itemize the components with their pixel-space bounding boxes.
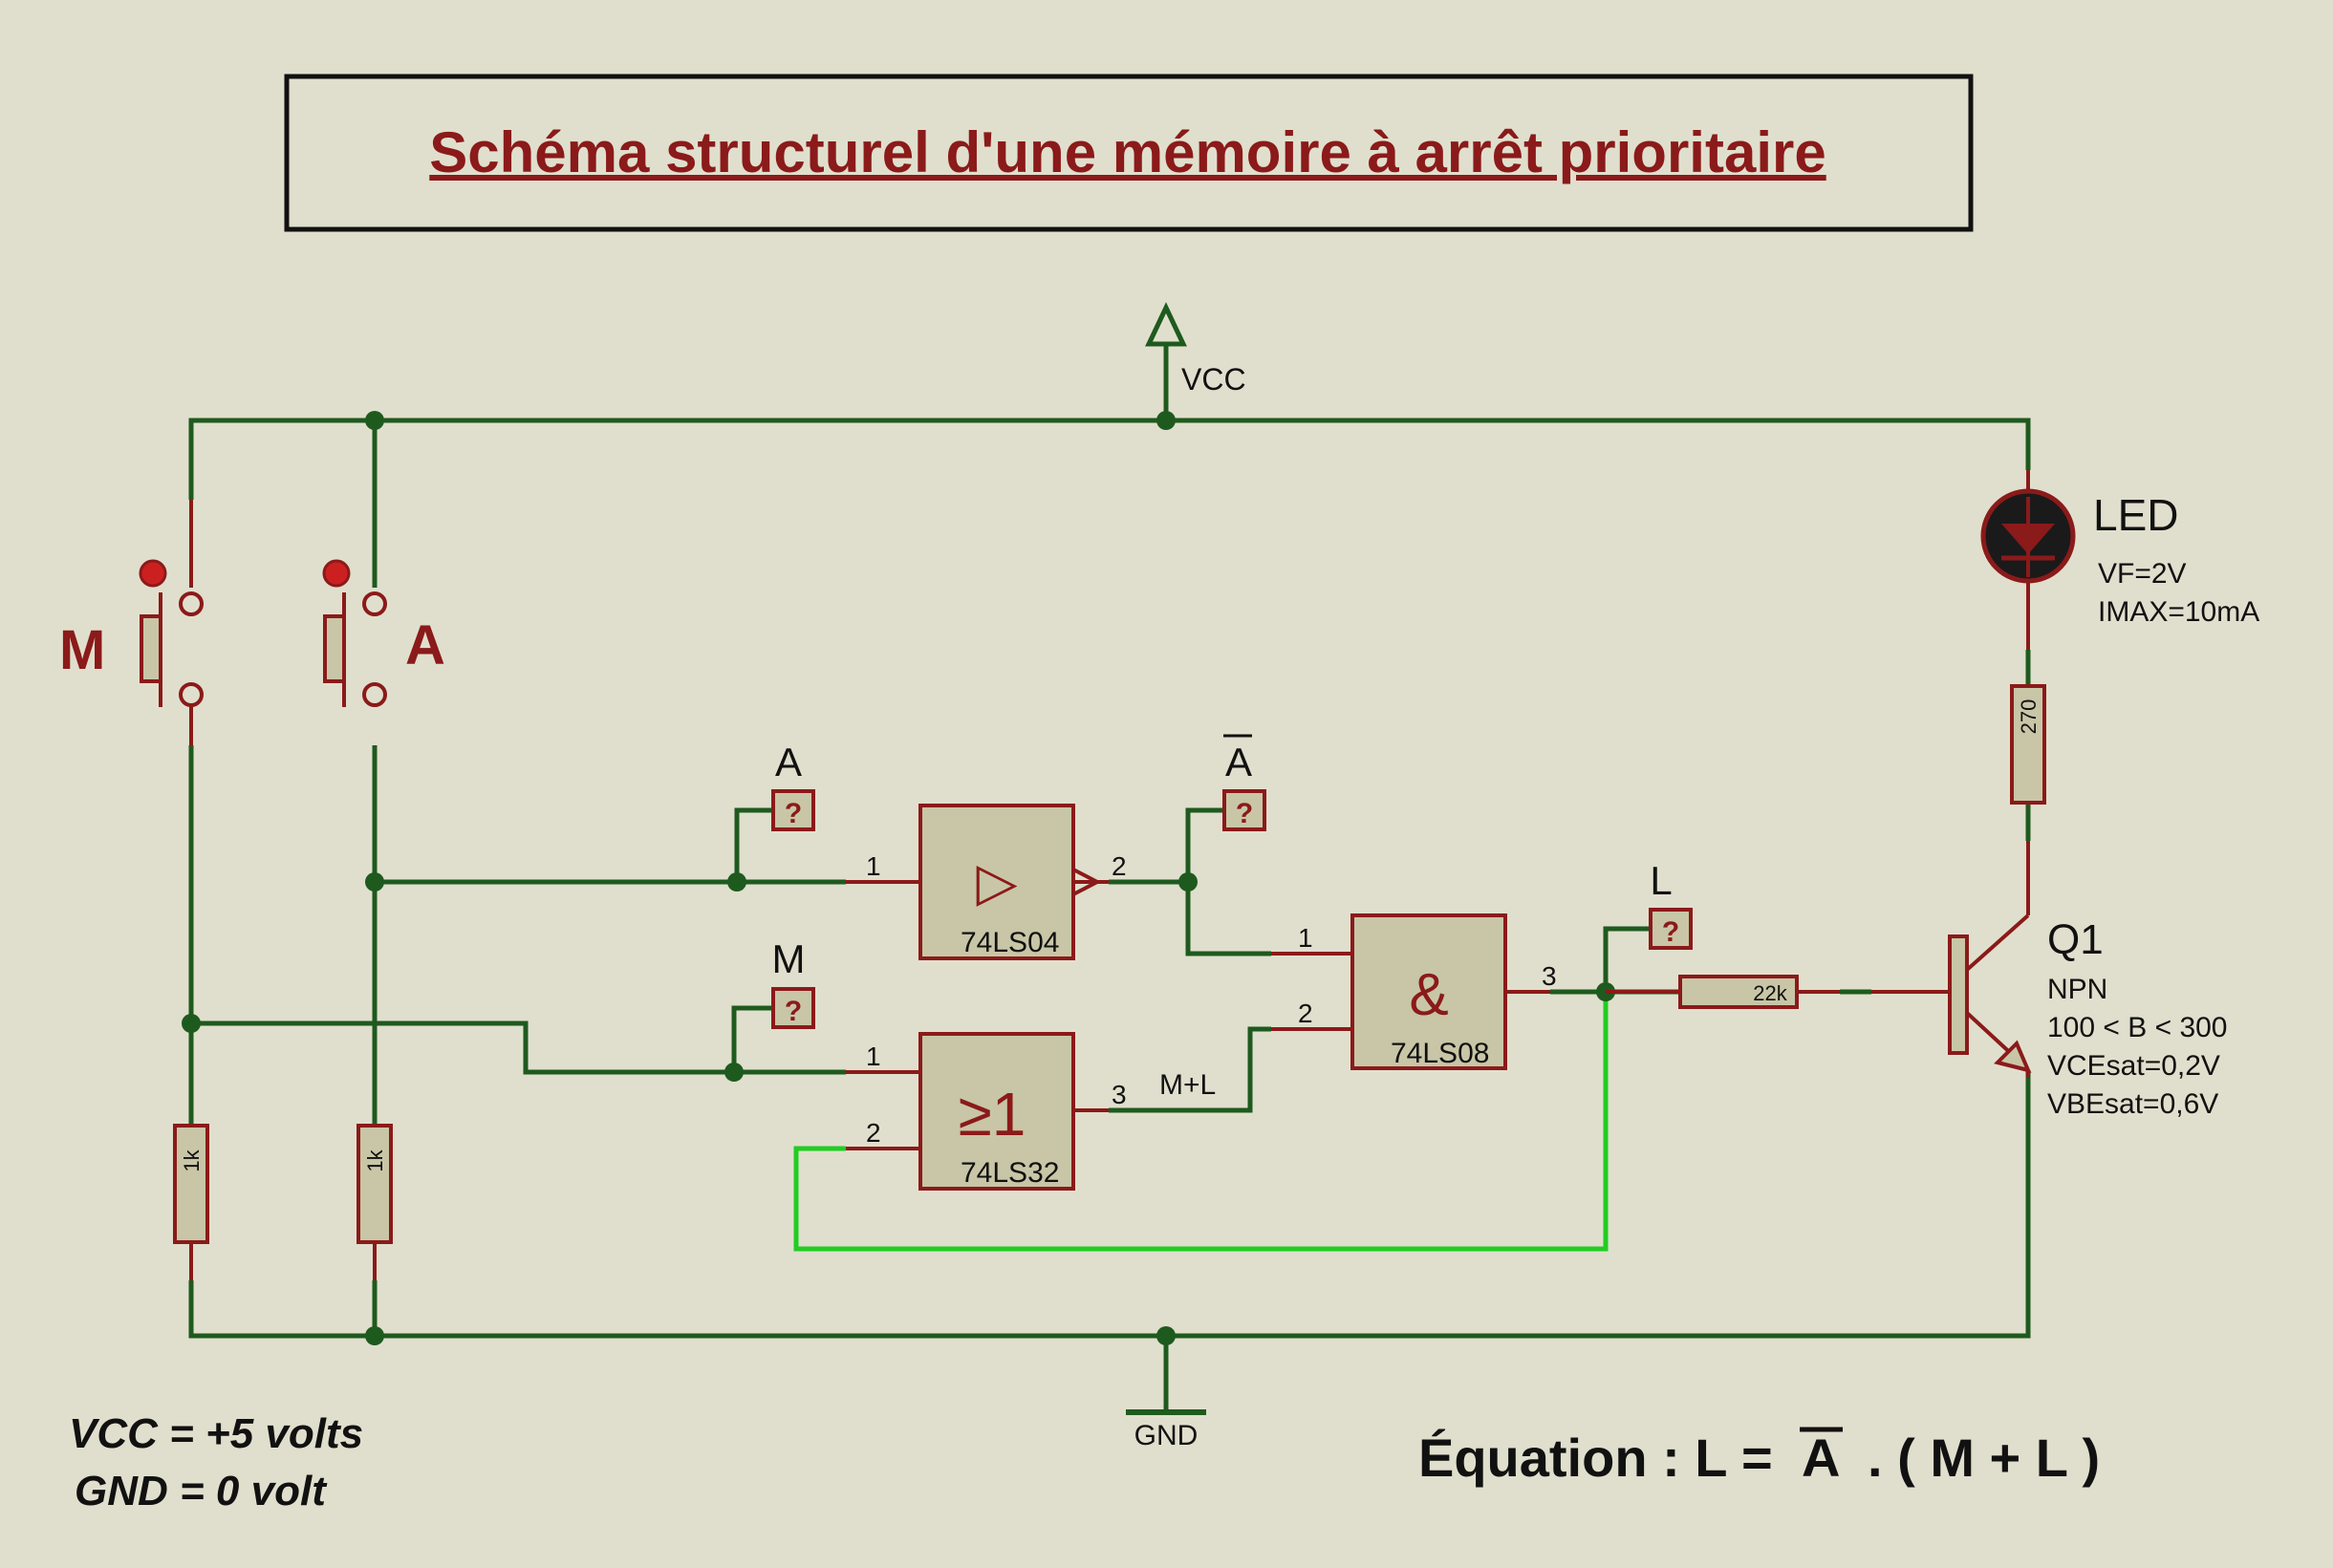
resistor-base: 22k: [1606, 975, 1840, 1009]
probe-m-label: M: [772, 936, 806, 981]
transistor-vbesat: VBEsat=0,6V: [2047, 1088, 2218, 1120]
led-name: LED: [2093, 490, 2178, 540]
probe-l-mark: ?: [1662, 916, 1679, 948]
title-frame: [284, 74, 1974, 232]
actuator-icon[interactable]: [139, 559, 167, 588]
junction-abar: [1178, 872, 1198, 891]
m-probe-wire: [731, 1005, 772, 1072]
gate-and-pin-in2: 2: [1298, 999, 1313, 1028]
button-m-label: M: [59, 619, 105, 681]
push-button-a[interactable]: [322, 559, 387, 707]
button-a-label: A: [405, 614, 445, 677]
equation-abar: A: [1802, 1428, 1840, 1488]
actuator-icon[interactable]: [322, 559, 351, 588]
feedback-wire: [793, 992, 1609, 1252]
probe-a[interactable]: A ?: [771, 740, 815, 831]
l-probe-wire: [1603, 926, 1651, 992]
junction-gnd-a: [365, 1326, 384, 1345]
probe-a-mark: ?: [785, 798, 802, 829]
a-probe-wire: [734, 807, 772, 882]
note-vcc: VCC = +5 volts: [69, 1410, 363, 1457]
gate-not-symbol: ▷: [976, 851, 1017, 912]
gate-not-pin-out: 2: [1112, 851, 1127, 881]
abar-probe-wire: [1185, 807, 1224, 882]
page-title: Schéma structurel d'une mémoire à arrêt …: [429, 120, 1825, 184]
emitter-arrow-icon: [1994, 1040, 2032, 1073]
m-plus-l-wire: [1109, 1026, 1271, 1113]
vcc-label: VCC: [1181, 362, 1246, 397]
resistor-m: 1k: [173, 1124, 209, 1280]
push-button-m[interactable]: [139, 500, 204, 745]
led-imax: IMAX=10mA: [2098, 596, 2259, 628]
probe-l[interactable]: L ?: [1649, 858, 1693, 950]
contact-bottom-icon: [362, 682, 387, 707]
gate-or-74ls32: ≥1 74LS32 1 2 3: [846, 1032, 1127, 1191]
led-vf: VF=2V: [2098, 558, 2187, 590]
equation: Équation : L = A . ( M + L ): [1418, 1427, 2100, 1488]
gate-and-pin-in1: 1: [1298, 923, 1313, 953]
probe-a-bar-label: A: [1225, 740, 1252, 784]
resistor-base-value: 22k: [1753, 981, 1787, 1005]
abar-wire: [1109, 879, 1271, 956]
vcc-symbol: VCC: [1145, 302, 1246, 397]
transistor-base-icon: [1948, 934, 1969, 1055]
junctions: [182, 411, 1615, 1345]
probe-l-label: L: [1650, 858, 1672, 903]
gnd-label: GND: [1134, 1420, 1199, 1451]
equation-prefix: Équation : L =: [1418, 1428, 1787, 1488]
transistor-name: Q1: [2047, 916, 2104, 963]
gate-or-pin-out: 3: [1112, 1080, 1127, 1109]
probe-m-mark: ?: [785, 996, 802, 1027]
probe-a-bar-mark: ?: [1236, 798, 1253, 829]
junction-m: [182, 1014, 201, 1033]
vcc-arrow-icon: [1145, 302, 1187, 347]
gate-not-pin-in: 1: [866, 851, 881, 881]
gate-and-symbol: &: [1409, 962, 1448, 1028]
net-label-m-plus-l: M+L: [1159, 1069, 1216, 1101]
note-gnd: GND = 0 volt: [75, 1468, 328, 1514]
led: LED VF=2V IMAX=10mA: [1980, 470, 2259, 650]
contact-top-icon: [362, 591, 387, 616]
gnd-symbol: GND: [1126, 1409, 1206, 1451]
junction-vcc: [1156, 411, 1176, 430]
gate-or-part: 74LS32: [961, 1157, 1059, 1189]
plunger-icon: [323, 614, 346, 683]
gate-or-pin-in2: 2: [866, 1118, 881, 1148]
transistor-type: NPN: [2047, 974, 2107, 1005]
m-signal-wire: [191, 1020, 846, 1075]
inverter-bubble-icon: [1072, 868, 1102, 896]
resistor-a-value: 1k: [363, 1149, 387, 1171]
plunger-icon: [140, 614, 162, 683]
transistor-vcesat: VCEsat=0,2V: [2047, 1050, 2220, 1082]
probe-a-bar[interactable]: A ?: [1222, 734, 1266, 831]
contact-bottom-icon: [179, 682, 204, 707]
gate-and-74ls08: & 74LS08 1 2 3: [1271, 913, 1557, 1070]
transistor-q1-labels: Q1 NPN 100 < B < 300 VCEsat=0,2V VBEsat=…: [2047, 916, 2228, 1120]
junction-gnd: [1156, 1326, 1176, 1345]
gate-and-pin-out: 3: [1542, 961, 1557, 991]
resistor-m-value: 1k: [180, 1149, 204, 1171]
probe-a-label: A: [775, 740, 802, 784]
probe-m[interactable]: M ?: [771, 936, 815, 1029]
gate-or-pin-in1: 1: [866, 1042, 881, 1071]
transistor-q1: [1871, 841, 2032, 1078]
gate-not-74ls04: ▷ 74LS04 1 2: [846, 804, 1127, 960]
transistor-beta: 100 < B < 300: [2047, 1012, 2228, 1043]
resistor-led: 270: [2010, 684, 2046, 805]
gate-and-part: 74LS08: [1391, 1038, 1489, 1069]
resistor-a: 1k: [356, 1124, 393, 1280]
junction-m-probe: [724, 1063, 744, 1082]
junction-vcc-a: [365, 411, 384, 430]
contact-top-icon: [179, 591, 204, 616]
gate-or-symbol: ≥1: [959, 1080, 1026, 1149]
gate-not-part: 74LS04: [961, 927, 1059, 958]
junction-a-probe: [727, 872, 746, 891]
wires: [188, 344, 2031, 1409]
junction-a: [365, 872, 384, 891]
resistor-led-value: 270: [2017, 699, 2041, 735]
vcc-rail: [188, 418, 2031, 500]
equation-suffix: . ( M + L ): [1868, 1428, 2100, 1488]
